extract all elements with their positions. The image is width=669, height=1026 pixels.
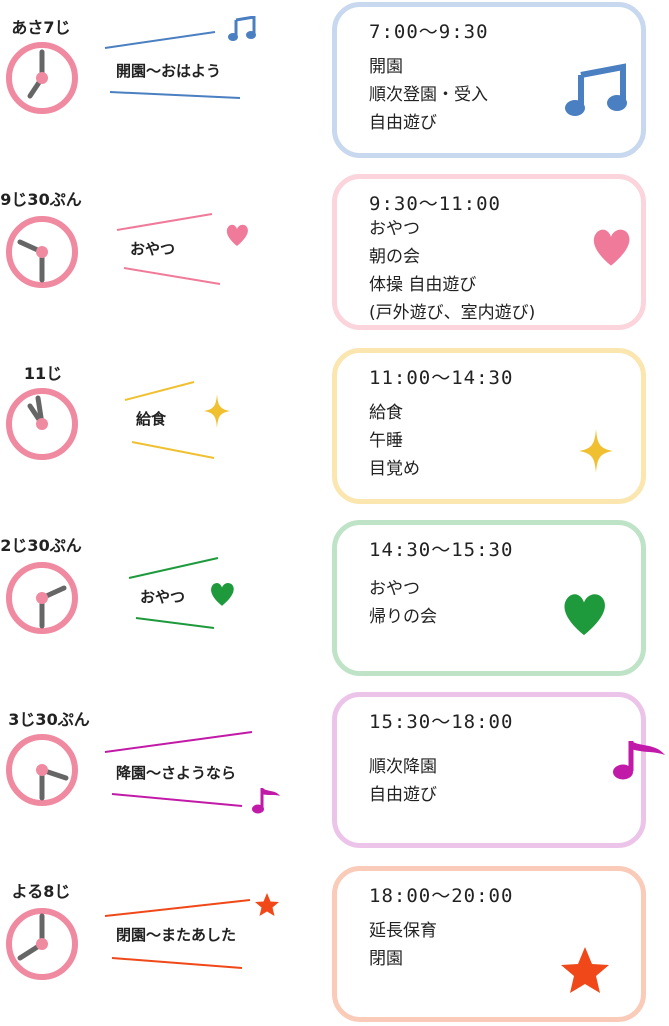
schedule-row-1: あさ7じ 開園〜おはよう 7:00〜9:30 開園 順次登園・受入 自由遊び: [0, 0, 669, 160]
card-line: (戸外遊び、室内遊び): [369, 303, 536, 323]
activity-label: 給食: [136, 410, 167, 428]
time-label: 11じ: [23, 364, 63, 383]
star-icon: [255, 893, 279, 916]
sparkle-icon: [579, 429, 613, 473]
schedule-row-5: 3じ30ぷん 降園〜さようなら 15:30〜18:00 順次降園 自由遊び: [0, 692, 669, 852]
heart-icon: [564, 594, 605, 636]
schedule-card: 14:30〜15:30 おやつ 帰りの会: [332, 520, 646, 676]
activity-label: 降園〜さようなら: [116, 764, 237, 782]
schedule-row-4: 2じ30ぷん おやつ 14:30〜15:30 おやつ 帰りの会: [0, 520, 669, 680]
card-lines: 給食 午睡 目覚め: [369, 399, 420, 483]
decorative-lines: [104, 31, 241, 99]
card-line: 順次登園・受入: [369, 85, 488, 105]
card-lines: 延長保育 閉園: [369, 917, 437, 973]
star-icon: [561, 947, 609, 993]
card-line: 自由遊び: [369, 113, 437, 133]
card-line: 開園: [369, 57, 403, 77]
heart-icon: [211, 582, 234, 606]
schedule-card: 9:30〜11:00 おやつ 朝の会 体操 自由遊び (戸外遊び、室内遊び): [332, 174, 646, 330]
card-line: 目覚め: [369, 459, 420, 479]
card-line: 給食: [369, 403, 403, 423]
heart-icon: [593, 229, 630, 266]
time-label: よる8じ: [11, 882, 71, 901]
card-time: 15:30〜18:00: [369, 711, 514, 733]
card-time: 18:00〜20:00: [369, 885, 514, 907]
schedule-card: 15:30〜18:00 順次降園 自由遊び: [332, 692, 665, 848]
sparkle-icon: [204, 394, 230, 428]
card-line: 順次降園: [369, 757, 437, 777]
heart-icon: [226, 224, 248, 246]
card-time: 14:30〜15:30: [369, 539, 514, 561]
decorative-lines: [124, 381, 215, 459]
card-lines: 開園 順次登園・受入 自由遊び: [369, 53, 488, 137]
clock-icon: [6, 216, 78, 288]
card-line: 体操 自由遊び: [369, 275, 477, 295]
decorative-lines: [104, 899, 251, 969]
card-line: おやつ: [369, 219, 420, 239]
schedule-row-6: よる8じ 閉園〜またあした 18:00〜20:00 延長保育 閉園: [0, 866, 669, 1026]
card-line: 閉園: [369, 949, 403, 969]
clock-icon: [6, 908, 78, 980]
decorative-lines: [128, 557, 219, 629]
card-time: 9:30〜11:00: [369, 193, 501, 215]
clock-icon: [6, 42, 78, 114]
music-note-icon: [228, 16, 256, 41]
card-line: おやつ: [369, 579, 420, 599]
schedule-row-3: 11じ 給食 11:00〜14:30 給食 午睡 目覚め: [0, 348, 669, 508]
card-line: 自由遊び: [369, 785, 437, 805]
card-line: 延長保育: [369, 921, 437, 941]
card-line: 午睡: [369, 431, 403, 451]
schedule-card: 7:00〜9:30 開園 順次登園・受入 自由遊び: [332, 2, 646, 158]
activity-label: おやつ: [130, 240, 176, 258]
music-note-icon: [613, 741, 665, 780]
activity-label: 閉園〜またあした: [116, 926, 237, 944]
card-line: 朝の会: [369, 247, 420, 267]
schedule-row-2: 9じ30ぷん おやつ 9:30〜11:00 おやつ 朝の会 体操 自由遊び (戸…: [0, 174, 669, 334]
card-time: 11:00〜14:30: [369, 367, 514, 389]
activity-label: おやつ: [140, 588, 186, 606]
schedule-card: 11:00〜14:30 給食 午睡 目覚め: [332, 348, 646, 504]
time-label: 2じ30ぷん: [0, 536, 82, 555]
time-label: 3じ30ぷん: [8, 710, 90, 729]
clock-icon: [6, 734, 78, 806]
time-label: 9じ30ぷん: [0, 190, 82, 209]
card-time: 7:00〜9:30: [369, 21, 489, 43]
card-lines: おやつ 朝の会 体操 自由遊び (戸外遊び、室内遊び): [369, 215, 535, 327]
clock-icon: [6, 562, 78, 634]
schedule-card: 18:00〜20:00 延長保育 閉園: [332, 866, 646, 1022]
activity-label: 開園〜おはよう: [116, 62, 222, 80]
card-lines: 順次降園 自由遊び: [369, 753, 437, 809]
card-lines: おやつ 帰りの会: [369, 575, 437, 631]
card-line: 帰りの会: [369, 607, 437, 627]
music-note-icon: [565, 63, 627, 116]
decorative-lines: [116, 213, 221, 285]
music-note-icon: [252, 788, 280, 814]
time-label: あさ7じ: [11, 18, 71, 37]
decorative-lines: [104, 731, 253, 807]
clock-icon: [6, 388, 78, 460]
